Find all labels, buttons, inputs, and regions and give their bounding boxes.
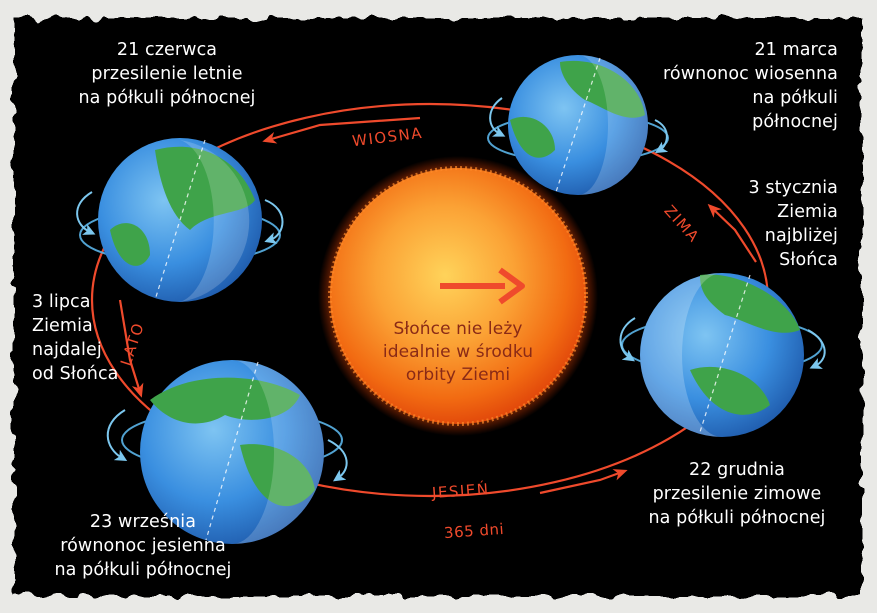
label-december-date: 22 grudnia (688, 460, 785, 480)
orbit-arrow-autumn (539, 469, 628, 495)
label-december-line2: przesilenie zimowe (652, 484, 822, 504)
orbit-arrow-summer (118, 299, 144, 398)
label-june-date: 21 czerwca (116, 40, 218, 60)
label-september-line2: równonoc jesienna (60, 536, 226, 556)
label-july: 3 lipca Ziemia najdalej od Słońca (32, 290, 152, 386)
label-june-line2: przesilenie letnie (91, 64, 243, 84)
sun (330, 168, 586, 424)
orbit-arrow-winter (707, 203, 757, 263)
label-september-line3: na półkuli północnej (54, 560, 232, 580)
label-march-date: 21 marca (754, 40, 838, 60)
earth-march (487, 55, 669, 195)
earth-december (619, 273, 826, 437)
label-january-date: 3 stycznia (748, 178, 838, 198)
label-march: 21 marca równonoc wiosenna na półkuli pó… (620, 38, 838, 134)
label-june: 21 czerwca przesilenie letnie na półkuli… (62, 38, 272, 110)
sun-note: Słońce nie leży idealnie w środku orbity… (368, 318, 548, 387)
label-september: 23 września równonoc jesienna na półkuli… (38, 510, 248, 582)
label-july-line4: od Słońca (32, 364, 119, 384)
label-march-line3: na półkuli (752, 88, 838, 108)
earth-september (106, 360, 348, 544)
label-june-line3: na półkuli północnej (78, 88, 256, 108)
sun-note-line2: idealnie w środku (382, 342, 534, 362)
sun-offset-arrowhead (498, 267, 525, 305)
label-july-line3: najdalej (32, 340, 102, 360)
label-january-line3: najbliżej (764, 226, 838, 246)
label-december-line3: na półkuli północnej (648, 508, 826, 528)
label-december: 22 grudnia przesilenie zimowe na półkuli… (632, 458, 842, 530)
label-january-line2: Ziemia (777, 202, 838, 222)
label-july-line2: Ziemia (32, 316, 93, 336)
sun-note-line3: orbity Ziemi (405, 365, 511, 385)
label-july-date: 3 lipca (32, 292, 91, 312)
label-september-date: 23 września (89, 512, 197, 532)
orbit-arrow-spring (262, 116, 421, 144)
label-march-line2: równonoc wiosenna (663, 64, 838, 84)
label-march-line4: północnej (752, 112, 838, 132)
label-january: 3 stycznia Ziemia najbliżej Słońca (700, 176, 838, 272)
sun-note-line1: Słońce nie leży (393, 319, 523, 339)
earth-june (76, 138, 284, 302)
label-january-line4: Słońca (779, 250, 838, 270)
